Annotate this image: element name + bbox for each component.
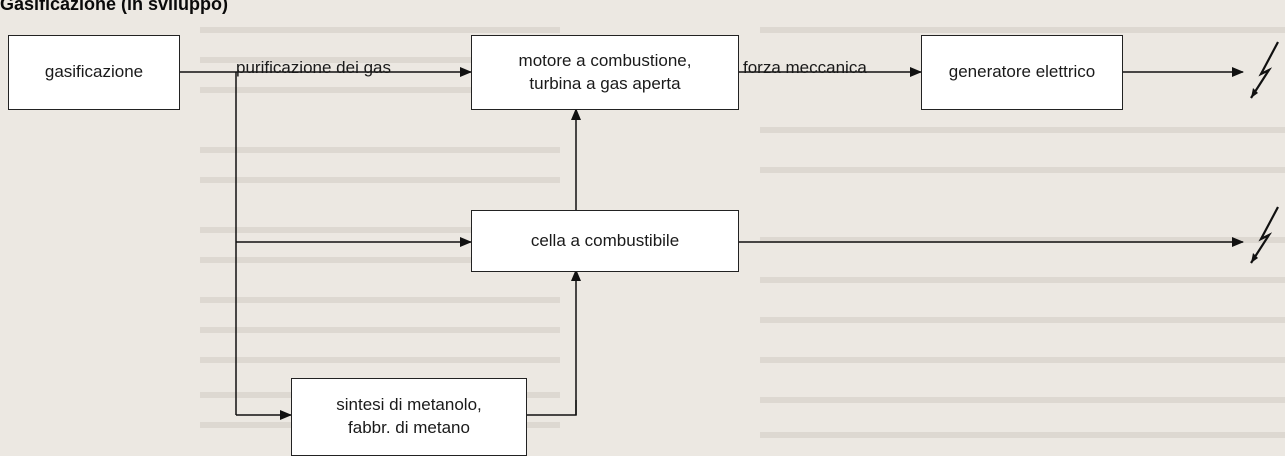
node-sintesi: sintesi di metanolo, fabbr. di metano xyxy=(291,378,527,456)
node-sintesi-line1: sintesi di metanolo, xyxy=(336,395,482,415)
node-motore: motore a combustione, turbina a gas aper… xyxy=(471,35,739,110)
node-cella: cella a combustibile xyxy=(471,210,739,272)
lightning-bolt-icon xyxy=(1250,206,1279,264)
node-generatore-label: generatore elettrico xyxy=(948,62,1096,82)
node-motore-line1: motore a combustione, xyxy=(518,50,692,70)
lightning-bolt-icon xyxy=(1250,41,1279,99)
node-motore-line2: turbina a gas aperta xyxy=(529,73,681,93)
node-cella-label: cella a combustibile xyxy=(530,230,680,250)
node-generatore: generatore elettrico xyxy=(921,35,1123,110)
node-sintesi-line2: fabbr. di metano xyxy=(348,418,470,437)
node-forza-label: forza meccanica xyxy=(743,58,867,77)
diagram-title: Gasificazione (in sviluppo) xyxy=(0,0,229,14)
node-gasificazione-label: gasificazione xyxy=(44,62,144,82)
arrow-sintesi-to-cella xyxy=(526,269,581,416)
node-gasificazione: gasificazione xyxy=(8,35,180,110)
node-purificazione-label: purificazione dei gas xyxy=(236,58,391,77)
